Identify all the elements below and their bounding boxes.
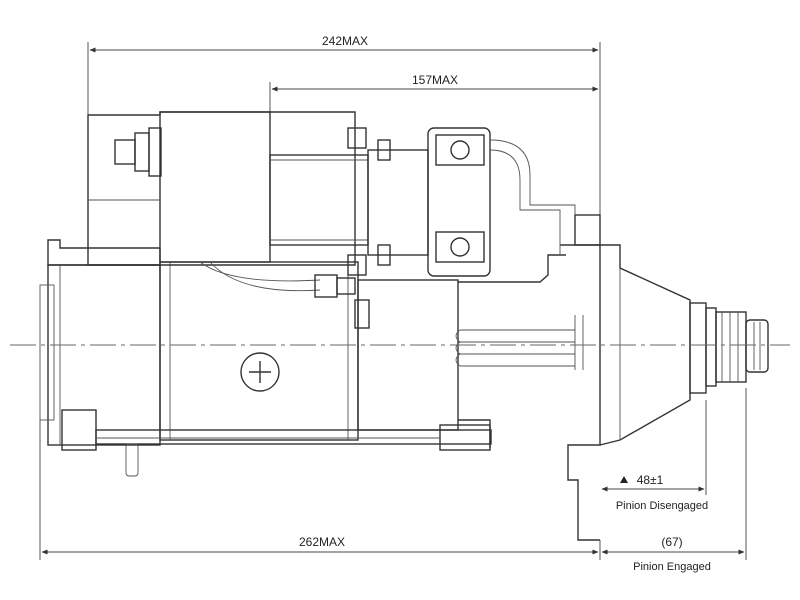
dimension-label-67: (67) xyxy=(661,535,682,549)
screw-icon xyxy=(450,237,470,257)
pinion-engaged-label: Pinion Engaged xyxy=(633,561,711,573)
dimension-label-48: 48±1 xyxy=(637,473,664,487)
dimension-157max: 157MAX xyxy=(269,73,599,240)
screw-icon xyxy=(450,140,470,160)
pinion-disengaged-label: Pinion Disengaged xyxy=(616,500,708,512)
dimension-label-242max: 242MAX xyxy=(322,34,368,48)
dimension-242max: 242MAX xyxy=(87,34,601,215)
dimension-label-262max: 262MAX xyxy=(299,535,345,549)
triangle-icon xyxy=(620,476,628,483)
dimension-262max: 262MAX xyxy=(39,420,601,560)
motor-body xyxy=(39,214,769,541)
dimension-label-157max: 157MAX xyxy=(412,73,458,87)
solenoid xyxy=(87,111,576,329)
dimension-pinion-disengaged: 48±1 Pinion Disengaged xyxy=(601,400,708,512)
dimension-pinion-engaged: (67) Pinion Engaged xyxy=(601,388,747,573)
cross-screw-icon xyxy=(240,352,280,392)
